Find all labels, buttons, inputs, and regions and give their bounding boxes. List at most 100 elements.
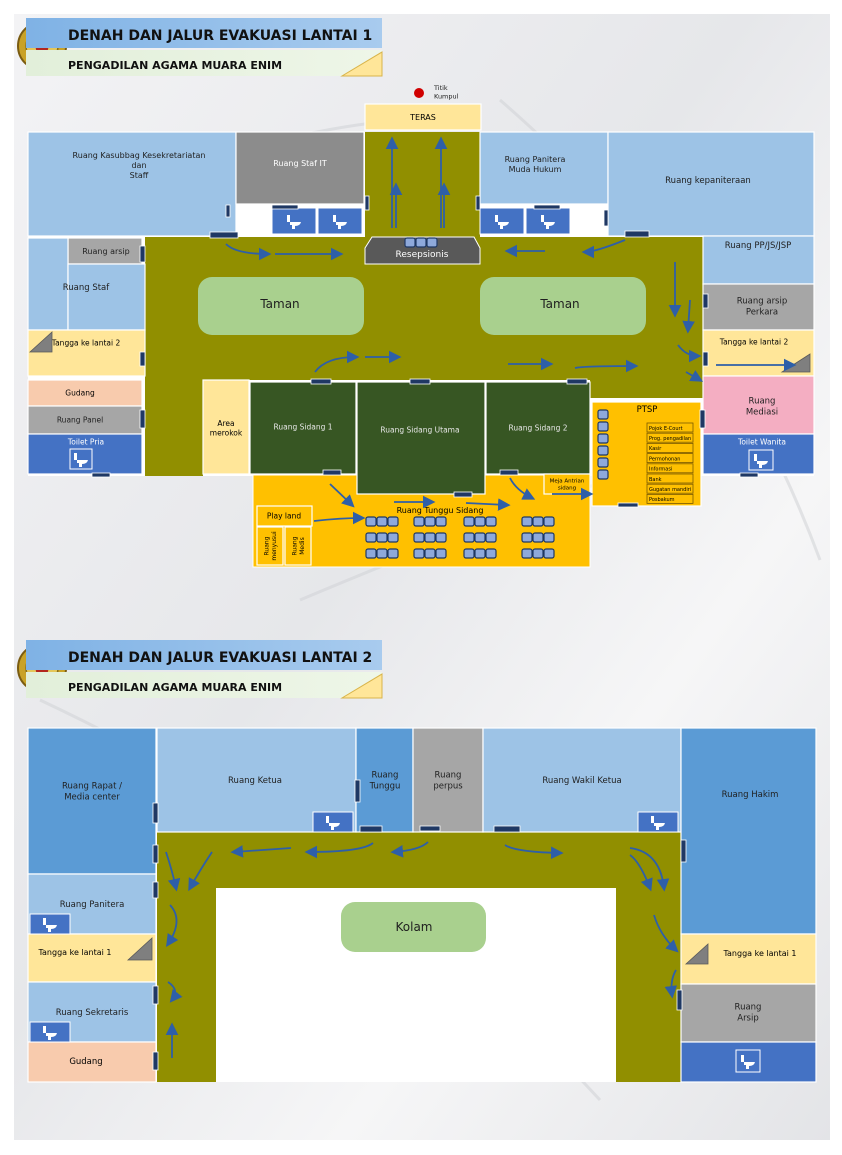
- room-tangga-west-f2-label: Tangga ke lantai 1: [37, 948, 111, 957]
- ptsp-counter-label: Kasir: [649, 446, 662, 452]
- chair-icon: [521, 532, 533, 543]
- floor1-corridor-west: [145, 380, 203, 476]
- door-icon: [152, 985, 159, 1005]
- door-icon: [702, 293, 709, 309]
- room-rapat-media-center-label: Ruang Rapat /Media center: [62, 782, 122, 803]
- toilet-icon: [43, 918, 57, 932]
- chair-icon: [413, 516, 425, 527]
- chair-icon: [597, 433, 609, 444]
- ptsp-counter-label: Informasi: [649, 467, 672, 473]
- evacuation-arrow: [188, 851, 213, 892]
- door-icon: [354, 779, 361, 803]
- room-staf-label: Ruang Staf: [63, 283, 111, 293]
- ptsp-counter: [646, 422, 694, 433]
- room-hakim: [680, 727, 817, 935]
- garden-east-label: Taman: [539, 297, 579, 311]
- chair-icon: [426, 237, 438, 248]
- room-tangga-east-label: Tangga ke lantai 2: [719, 338, 789, 347]
- room-tangga-west-label: Tangga ke lantai 2: [51, 339, 121, 348]
- chair-icon: [532, 548, 544, 559]
- toilet-block: [525, 207, 571, 235]
- room-staf-it: [235, 131, 365, 205]
- room-play-land-label: Play land: [267, 512, 301, 521]
- room-gudang: [27, 379, 143, 407]
- stairs-icon: [126, 937, 153, 961]
- evacuation-arrow: [167, 981, 183, 1003]
- ptsp-counter-label: Gugatan mandiri: [649, 487, 691, 493]
- garden-east: [480, 277, 646, 335]
- chair-icon: [521, 548, 533, 559]
- door-icon: [624, 230, 650, 238]
- floor1-header-bar: [26, 18, 382, 48]
- door-icon: [499, 469, 519, 476]
- chair-icon: [474, 548, 486, 559]
- door-icon: [676, 989, 683, 1011]
- toilet-icon: [651, 816, 665, 830]
- floor2-subtitle: PENGADILAN AGAMA MUARA ENIM: [68, 681, 282, 694]
- resepsionis-label: Resepsionis: [396, 250, 449, 260]
- door-icon: [702, 351, 709, 367]
- room-gudang-label: Gudang: [65, 389, 95, 398]
- floor2-header-bar: [26, 640, 382, 670]
- room-toilet-pria-label: Toilet Pria: [67, 438, 104, 447]
- chair-icon: [485, 532, 497, 543]
- chair-icon: [532, 516, 544, 527]
- toilet-icon: [754, 454, 768, 468]
- garden-west-label: Taman: [259, 297, 299, 311]
- evacuation-arrow: [685, 370, 704, 382]
- room-tangga-west: [27, 329, 146, 377]
- toilet-block: [317, 207, 363, 235]
- evacuation-arrow: [629, 854, 653, 892]
- chair-icon: [376, 516, 388, 527]
- room-sidang-2: [485, 381, 591, 475]
- door-icon: [152, 881, 159, 899]
- ptsp-counter: [646, 453, 694, 464]
- evacuation-arrow: [390, 841, 429, 858]
- ptsp-counter: [646, 493, 694, 504]
- chair-icon: [543, 516, 555, 527]
- ptsp-label: PTSP: [637, 405, 658, 415]
- evacuation-arrow: [509, 477, 536, 500]
- floor1-header-corner: [340, 51, 383, 77]
- door-icon: [139, 245, 146, 263]
- chair-icon: [463, 548, 475, 559]
- door-icon: [617, 502, 639, 508]
- chair-icon: [365, 532, 377, 543]
- room-kepaniteraan: [607, 131, 815, 237]
- door-icon: [91, 472, 111, 478]
- door-icon: [680, 839, 687, 863]
- chair-icon: [463, 516, 475, 527]
- toilet-block: [312, 811, 354, 833]
- door-icon: [152, 844, 159, 864]
- room-rapat-media-center: [27, 727, 157, 875]
- room-staf: [67, 263, 146, 331]
- evacuation-arrow: [165, 851, 181, 892]
- chair-icon: [435, 548, 447, 559]
- room-arsip-f2: [680, 983, 817, 1043]
- door-icon: [453, 491, 473, 498]
- evacuation-arrow: [313, 511, 366, 525]
- door-icon: [152, 802, 159, 824]
- chair-icon: [424, 516, 436, 527]
- door-icon: [271, 204, 299, 210]
- toilet-block: [271, 207, 317, 235]
- chair-icon: [485, 516, 497, 527]
- door-icon: [603, 209, 609, 227]
- chair-icon: [404, 237, 416, 248]
- chair-icon: [597, 421, 609, 432]
- toilet-block: [29, 1021, 71, 1043]
- door-icon: [139, 409, 146, 429]
- ptsp-counter: [646, 432, 694, 443]
- chair-icon: [435, 532, 447, 543]
- toilet-icon: [495, 215, 509, 229]
- chair-icon: [474, 532, 486, 543]
- door-icon: [493, 825, 521, 833]
- toilet-block: [479, 207, 525, 235]
- room-wakil-ketua-label: Ruang Wakil Ketua: [542, 776, 621, 786]
- ptsp-counter-label: Prog. pengadilan: [649, 436, 691, 442]
- chair-icon: [424, 532, 436, 543]
